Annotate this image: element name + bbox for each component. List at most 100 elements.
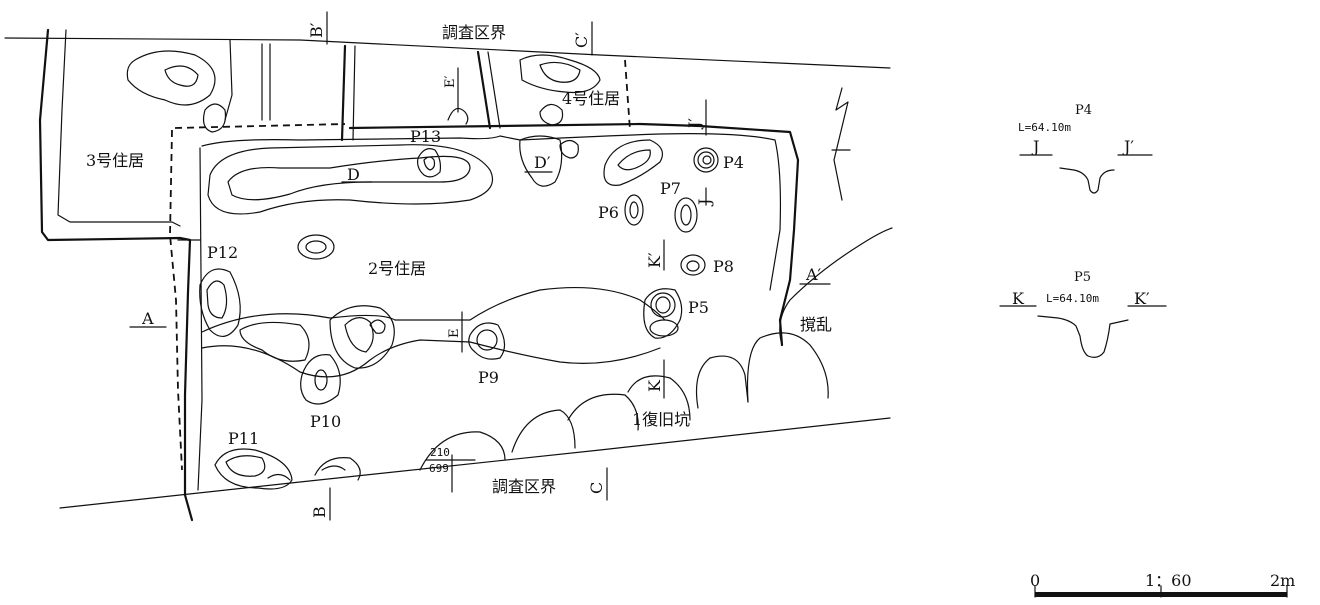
restoration-pit-6 bbox=[746, 332, 829, 403]
house3-partition-5 bbox=[352, 45, 356, 141]
survey-boundary-bottom-line bbox=[59, 417, 891, 509]
scale-ratio: 1：60 bbox=[1145, 571, 1192, 590]
p7-pit-outer bbox=[674, 197, 698, 233]
restoration-pit-4 bbox=[627, 375, 691, 421]
pit-south-2-inner bbox=[344, 317, 374, 353]
p11-label: P11 bbox=[228, 429, 259, 448]
p9-label: P9 bbox=[478, 368, 499, 387]
section-a-prime-label: A′ bbox=[805, 265, 822, 284]
section-p5-profile bbox=[1037, 315, 1129, 358]
section-p4-level: L=64.10m bbox=[1018, 121, 1071, 134]
section-p4-title: P4 bbox=[1075, 103, 1092, 118]
grid-point-lower: 699 bbox=[429, 462, 449, 475]
section-e-prime-label: E′ bbox=[443, 76, 458, 88]
pit-bottom-center bbox=[314, 457, 361, 481]
north-arrow bbox=[833, 87, 849, 201]
restoration-pit-3 bbox=[567, 393, 639, 431]
p10-pit-outer bbox=[300, 354, 341, 405]
section-c-prime-label: C′ bbox=[572, 32, 591, 48]
pit-south-2-outer bbox=[329, 305, 395, 369]
section-p5-right-label: K′ bbox=[1134, 289, 1150, 308]
pit-north-east-outer bbox=[603, 139, 663, 186]
house3-pit-top-inner bbox=[164, 65, 199, 87]
section-e-label: E bbox=[447, 329, 462, 339]
central-small-pit-inner bbox=[305, 240, 327, 254]
p9-pit-inner bbox=[476, 329, 498, 351]
p8-pit-inner bbox=[686, 260, 700, 272]
section-c-label: C bbox=[587, 482, 606, 494]
section-d-prime-label: D′ bbox=[534, 153, 551, 172]
section-p5-title: P5 bbox=[1074, 270, 1091, 285]
south-channel-upper bbox=[201, 286, 666, 333]
house3-pit-small bbox=[202, 103, 227, 133]
restoration-pit-label: 1復旧坑 bbox=[632, 410, 690, 429]
house4-small-pit bbox=[539, 103, 564, 126]
pit-north-east-inner bbox=[617, 149, 651, 171]
section-d-label: D bbox=[347, 165, 360, 184]
p5-label: P5 bbox=[688, 298, 709, 317]
grid-point-upper: 210 bbox=[430, 446, 450, 459]
d-prime-pit-inner bbox=[559, 139, 579, 159]
p7-label: P7 bbox=[660, 179, 681, 198]
house4-dashed-edge bbox=[624, 59, 631, 131]
house3-dashed-edge bbox=[169, 123, 346, 471]
p5-pit-lower bbox=[649, 319, 679, 337]
p4-pit-inner bbox=[702, 155, 712, 165]
section-p5-level: L=64.10m bbox=[1046, 292, 1099, 305]
house4-pit-inner bbox=[539, 61, 581, 83]
p6-pit-inner bbox=[629, 201, 639, 219]
section-j-label: J bbox=[695, 199, 714, 207]
pit-bottom-center-inner bbox=[321, 465, 346, 471]
section-b-label: B bbox=[310, 506, 329, 518]
disturbance-label: 撹乱 bbox=[800, 315, 832, 334]
house4-wall-left-inner bbox=[487, 51, 501, 129]
p11-pit-outer bbox=[214, 448, 293, 490]
scale-start: 0 bbox=[1030, 571, 1040, 590]
d-prime-pit bbox=[519, 135, 563, 187]
p5-pit-core bbox=[655, 296, 671, 314]
house3-outline bbox=[38, 28, 194, 522]
pit-south-2-core bbox=[369, 319, 386, 334]
house4-pit-outer bbox=[519, 54, 601, 94]
p6-pit-outer bbox=[624, 194, 644, 226]
p9-pit-outer bbox=[468, 322, 506, 360]
house4-wall-left bbox=[476, 50, 492, 130]
p12-pit-inner bbox=[206, 280, 228, 319]
p13-pit-inner bbox=[423, 156, 436, 171]
survey-boundary-bottom-label: 調査区界 bbox=[492, 477, 556, 496]
p5-pit-ring bbox=[650, 292, 676, 318]
house3-label: 3号住居 bbox=[86, 151, 144, 170]
section-k-label: K bbox=[645, 379, 664, 392]
house3-inner-wall bbox=[57, 29, 181, 227]
restoration-pit-2 bbox=[511, 409, 576, 453]
section-p4-profile bbox=[1059, 167, 1115, 194]
p4-pit-outer bbox=[693, 147, 719, 173]
scale-bar-ticks bbox=[1034, 585, 1288, 598]
house4-label: 4号住居 bbox=[562, 89, 620, 108]
scale-end: 2m bbox=[1270, 571, 1295, 590]
trench-pit-inner bbox=[227, 155, 471, 201]
disturbance-edge bbox=[779, 227, 893, 346]
survey-boundary-top-label: 調査区界 bbox=[442, 23, 506, 42]
section-p4-left-label: J bbox=[1031, 137, 1039, 156]
p13-label: P13 bbox=[410, 127, 441, 146]
p5-pit-outer bbox=[643, 288, 683, 339]
south-channel-lower bbox=[201, 339, 661, 378]
p10-pit-inner bbox=[314, 369, 328, 391]
section-k-prime-label: K′ bbox=[645, 252, 664, 268]
pit-south-1 bbox=[239, 321, 310, 362]
house3-partition-1 bbox=[224, 39, 233, 121]
p4-pit-mid bbox=[697, 151, 715, 169]
p12-label: P12 bbox=[207, 243, 238, 262]
restoration-pit-5 bbox=[695, 355, 749, 409]
house3-pit-top-outer bbox=[126, 50, 216, 106]
house2-outline bbox=[348, 122, 800, 347]
house3-wall-left-inner bbox=[197, 147, 203, 491]
p7-pit-inner bbox=[680, 204, 692, 226]
restoration-pit-1 bbox=[419, 431, 506, 471]
grid-point-cross bbox=[425, 454, 476, 493]
p11-pit-inner bbox=[225, 455, 266, 477]
central-small-pit-outer bbox=[297, 234, 335, 260]
p8-label: P8 bbox=[713, 257, 734, 276]
